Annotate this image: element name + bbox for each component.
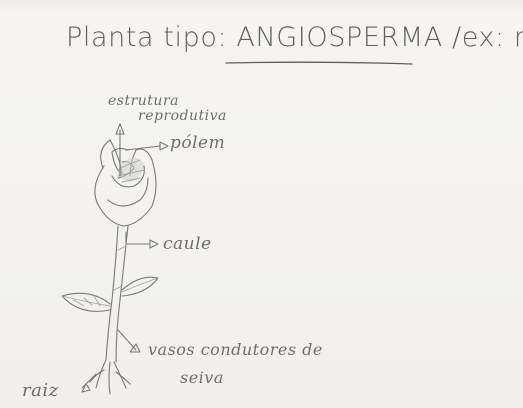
label-structure-line2: reprodutiva	[138, 108, 227, 124]
pollen-pointer	[126, 142, 168, 150]
label-vessels-line2: seiva	[180, 368, 224, 387]
label-structure-line1: estrutura	[108, 93, 179, 109]
label-root: raiz	[22, 380, 59, 401]
flower-head	[95, 140, 156, 226]
title-underline	[226, 62, 412, 64]
label-pollen: pólem	[170, 133, 225, 153]
title-example: /ex: rosa	[452, 22, 523, 53]
leaf-left	[62, 293, 110, 311]
title-prefix: Planta tipo:	[66, 22, 227, 53]
stem-pointer	[126, 232, 158, 248]
page-title: Planta tipo: ANGIOSPERMA /ex: rosa	[66, 22, 523, 53]
vessels-pointer	[118, 330, 140, 352]
label-vessels-line1: vasos condutores de	[148, 340, 323, 359]
leaf-right	[122, 277, 158, 296]
stem	[106, 226, 128, 362]
label-stem: caule	[163, 234, 212, 254]
roots	[90, 360, 130, 394]
root-pointer	[82, 374, 96, 392]
title-plant-type: ANGIOSPERMA	[236, 22, 442, 53]
